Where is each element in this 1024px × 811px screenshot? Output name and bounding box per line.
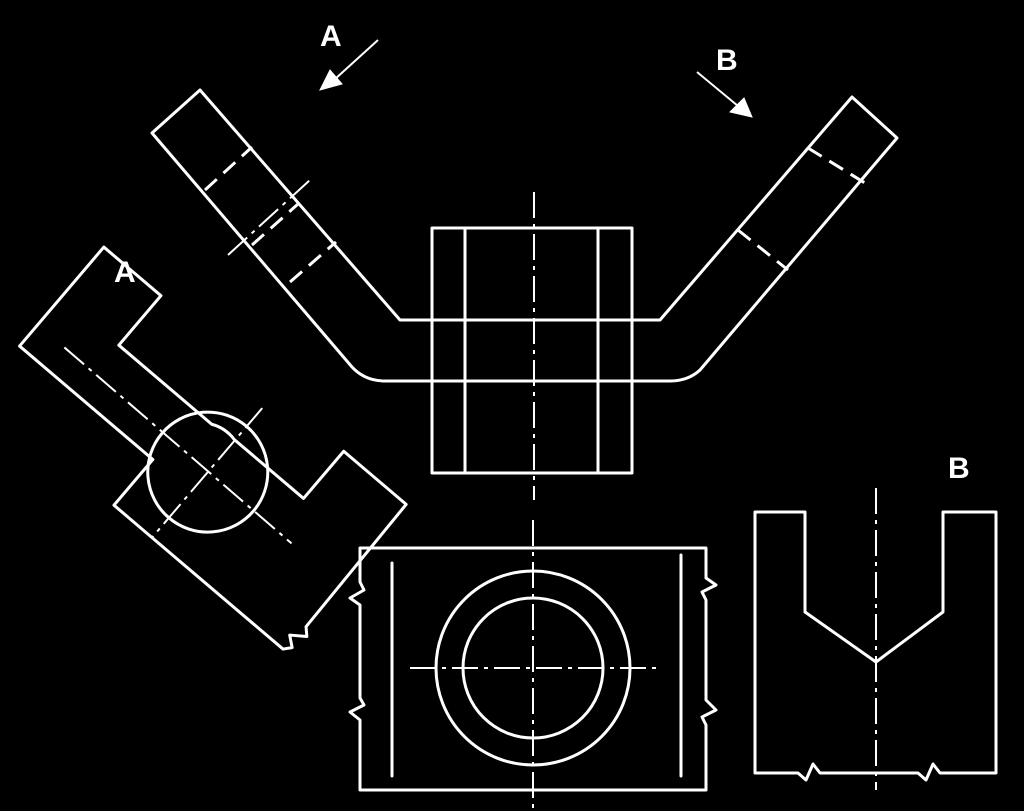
view-a-label: A	[114, 256, 136, 289]
front-view	[150, 88, 899, 500]
top-view-outline	[348, 546, 718, 792]
top-view	[348, 520, 718, 811]
view-a-body	[18, 245, 408, 651]
view-b-outline	[753, 510, 998, 782]
auxiliary-view-a: A	[18, 245, 408, 651]
hidden-line-right-arm-2	[737, 228, 789, 272]
view-a-center-line-short	[151, 407, 263, 539]
view-a-outline	[18, 245, 408, 651]
hidden-line-left-arm-2	[251, 202, 299, 247]
arrow-b-shaft	[696, 71, 739, 107]
hidden-line-left-arm-1	[203, 145, 254, 192]
view-a-center-line-long	[63, 346, 293, 545]
bracket-outline	[150, 88, 899, 383]
arrow-a-label: A	[320, 20, 342, 53]
arrow-a-head	[319, 69, 343, 91]
viewing-arrow-b: B	[696, 44, 753, 118]
viewing-arrow-a: A	[319, 20, 379, 91]
boss-outline	[430, 226, 634, 475]
arrow-a-shaft	[333, 39, 379, 81]
auxiliary-view-b: B	[753, 452, 998, 790]
hidden-line-left-arm-3	[289, 240, 337, 284]
arrow-b-head	[729, 97, 753, 118]
view-b-label: B	[948, 452, 970, 485]
arrow-b-label: B	[716, 44, 738, 77]
hidden-line-right-arm-1	[807, 146, 866, 185]
left-arm-center-line	[227, 179, 311, 256]
